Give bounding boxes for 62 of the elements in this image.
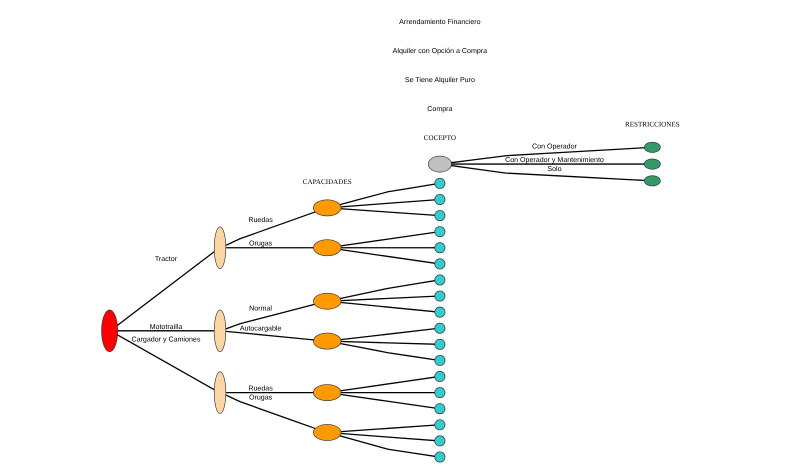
connector <box>340 392 434 394</box>
node-ellipse <box>213 371 226 414</box>
node-ellipse <box>312 199 341 216</box>
connector <box>340 302 434 312</box>
connector <box>340 249 434 264</box>
node-circle <box>434 210 445 222</box>
node-ellipse <box>643 158 660 170</box>
connector <box>450 164 644 182</box>
connector <box>450 147 644 164</box>
connector <box>225 394 315 430</box>
connector <box>340 296 434 302</box>
node-circle <box>434 354 445 366</box>
node-ellipse <box>213 310 226 352</box>
node-ellipse <box>643 142 660 153</box>
connector <box>226 247 313 248</box>
connector <box>340 232 434 247</box>
connector <box>340 394 434 409</box>
connector <box>340 199 434 208</box>
connector <box>340 424 434 432</box>
node-circle <box>434 452 445 462</box>
node-circle <box>434 371 445 382</box>
connector <box>340 328 434 340</box>
node-circle <box>434 322 445 334</box>
connector <box>225 304 314 330</box>
node-ellipse <box>213 226 226 270</box>
node-circle <box>434 178 445 189</box>
connector <box>226 392 313 394</box>
node-ellipse <box>643 175 660 186</box>
node-circle <box>434 194 445 205</box>
connector <box>340 376 434 392</box>
connector <box>225 211 315 246</box>
connector <box>340 340 434 345</box>
connector <box>117 330 214 332</box>
node-circle <box>434 387 445 398</box>
connector <box>116 334 214 390</box>
connector <box>339 435 434 457</box>
connector <box>340 247 434 248</box>
connector <box>451 163 644 165</box>
connector <box>340 280 434 300</box>
node-ellipse <box>312 239 341 256</box>
connector <box>340 432 434 442</box>
node-circle <box>434 338 445 350</box>
node-circle <box>434 274 445 286</box>
connector <box>116 251 214 326</box>
node-circle <box>434 306 445 318</box>
node-ellipse <box>312 292 341 310</box>
node-ellipse <box>427 156 452 172</box>
connector <box>339 184 434 206</box>
connector <box>226 330 314 340</box>
node-ellipse <box>312 424 341 441</box>
connector <box>340 342 434 360</box>
node-circle <box>434 403 445 414</box>
node-circle <box>434 419 445 430</box>
connector <box>340 208 434 216</box>
node-circle <box>434 258 445 270</box>
node-circle <box>434 435 445 446</box>
node-ellipse <box>312 332 341 350</box>
node-ellipse <box>312 384 341 401</box>
node-ellipse <box>100 310 118 352</box>
node-circle <box>434 290 445 302</box>
node-circle <box>434 226 445 238</box>
node-circle <box>434 242 445 254</box>
